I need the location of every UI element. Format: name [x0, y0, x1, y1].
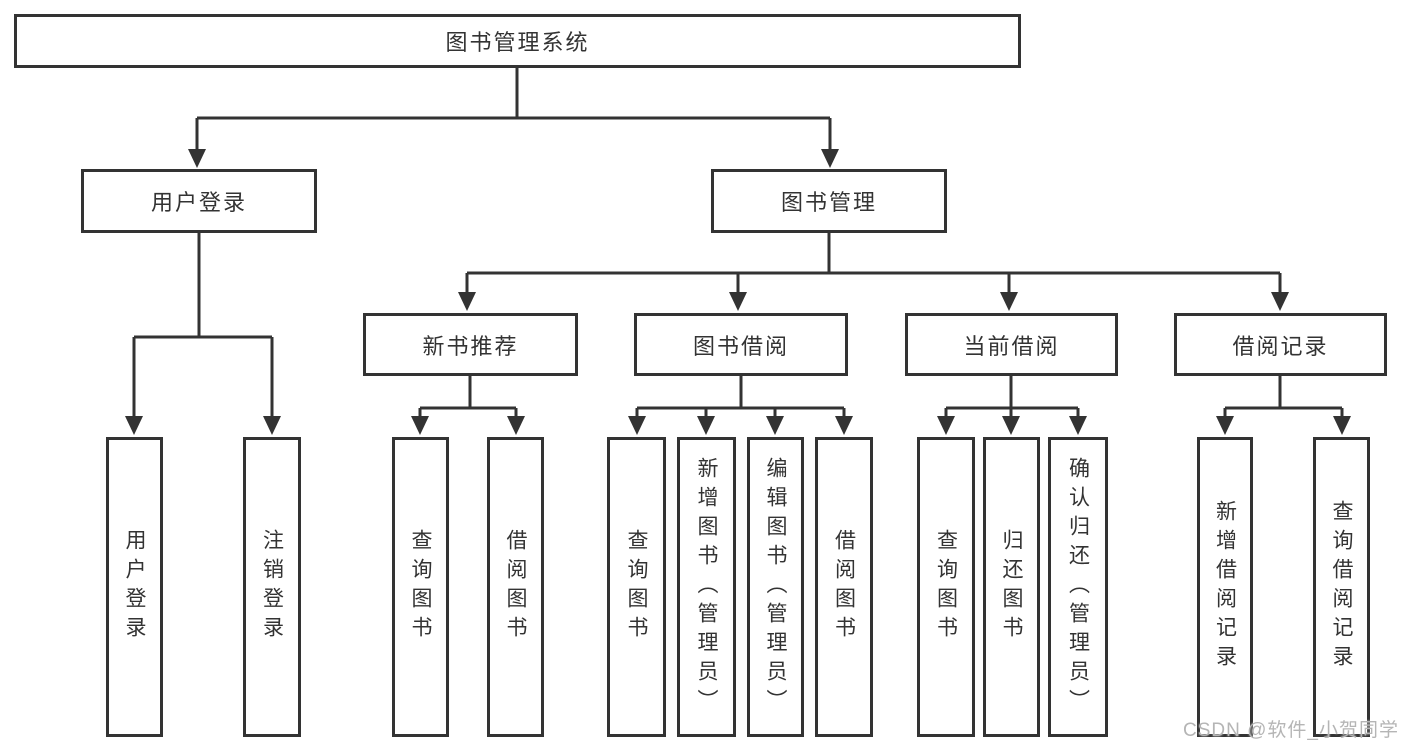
node-leaf-borrow-books-recommend: 借阅图书: [487, 437, 544, 737]
node-root-system: 图书管理系统: [14, 14, 1021, 68]
node-user-login: 用户登录: [81, 169, 317, 233]
arrowhead-icon: [507, 416, 525, 435]
connector-root-to-level2: [188, 68, 839, 168]
node-leaf-query-books-borrow: 查询图书: [607, 437, 666, 737]
node-label: 查询图书: [934, 529, 958, 645]
node-label: 借阅图书: [832, 529, 856, 645]
csdn-watermark: CSDN @软件_小贺同学: [1183, 720, 1399, 741]
node-new-book-recommend: 新书推荐: [363, 313, 578, 376]
arrowhead-icon: [188, 149, 206, 168]
node-leaf-borrow-books: 借阅图书: [815, 437, 873, 737]
node-leaf-return-books: 归还图书: [983, 437, 1040, 737]
node-label: 确认归还（管理员）: [1066, 456, 1090, 718]
arrowhead-icon: [729, 292, 747, 311]
arrowhead-icon: [1271, 292, 1289, 311]
node-label: 借阅图书: [504, 529, 527, 645]
arrowhead-icon: [697, 416, 715, 435]
node-label: 查询图书: [409, 529, 432, 645]
arrowhead-icon: [1002, 416, 1020, 435]
node-book-management: 图书管理: [711, 169, 947, 233]
arrowhead-icon: [766, 416, 784, 435]
arrowhead-icon: [821, 149, 839, 168]
arrowhead-icon: [1000, 292, 1018, 311]
arrowhead-icon: [628, 416, 646, 435]
node-leaf-add-borrow-record: 新增借阅记录: [1197, 437, 1253, 737]
arrowhead-icon: [411, 416, 429, 435]
node-leaf-edit-books-admin: 编辑图书（管理员）: [747, 437, 804, 737]
node-label: 查询借阅记录: [1330, 500, 1353, 674]
node-borrow-records: 借阅记录: [1174, 313, 1387, 376]
arrowhead-icon: [835, 416, 853, 435]
arrowhead-icon: [1069, 416, 1087, 435]
connector-new-book-recommend-to-leaves: [411, 376, 525, 435]
node-leaf-query-books-current: 查询图书: [917, 437, 975, 737]
node-leaf-add-books-admin: 新增图书（管理员）: [677, 437, 736, 737]
node-leaf-query-borrow-record: 查询借阅记录: [1313, 437, 1370, 737]
connector-user-login-to-leaves: [125, 233, 281, 435]
arrowhead-icon: [458, 292, 476, 311]
node-label: 注销登录: [260, 529, 284, 645]
node-book-borrow: 图书借阅: [634, 313, 848, 376]
arrowhead-icon: [125, 416, 143, 435]
node-leaf-logout: 注销登录: [243, 437, 301, 737]
node-label: 用户登录: [123, 529, 146, 645]
arrowhead-icon: [937, 416, 955, 435]
arrowhead-icon: [263, 416, 281, 435]
connector-borrow-records-to-leaves: [1216, 376, 1351, 435]
node-leaf-query-books-recommend: 查询图书: [392, 437, 449, 737]
node-leaf-confirm-return-admin: 确认归还（管理员）: [1048, 437, 1108, 737]
arrowhead-icon: [1333, 416, 1351, 435]
node-leaf-user-login: 用户登录: [106, 437, 163, 737]
arrowhead-icon: [1216, 416, 1234, 435]
node-label: 归还图书: [1000, 529, 1023, 645]
node-current-borrow: 当前借阅: [905, 313, 1118, 376]
connector-book-borrow-to-leaves: [628, 376, 853, 435]
node-label: 查询图书: [625, 529, 648, 645]
node-label: 编辑图书（管理员）: [764, 456, 787, 718]
node-label: 新增借阅记录: [1213, 500, 1237, 674]
connector-book-management-to-level3: [458, 233, 1289, 311]
connector-current-borrow-to-leaves: [937, 376, 1087, 435]
node-label: 新增图书（管理员）: [695, 456, 718, 718]
